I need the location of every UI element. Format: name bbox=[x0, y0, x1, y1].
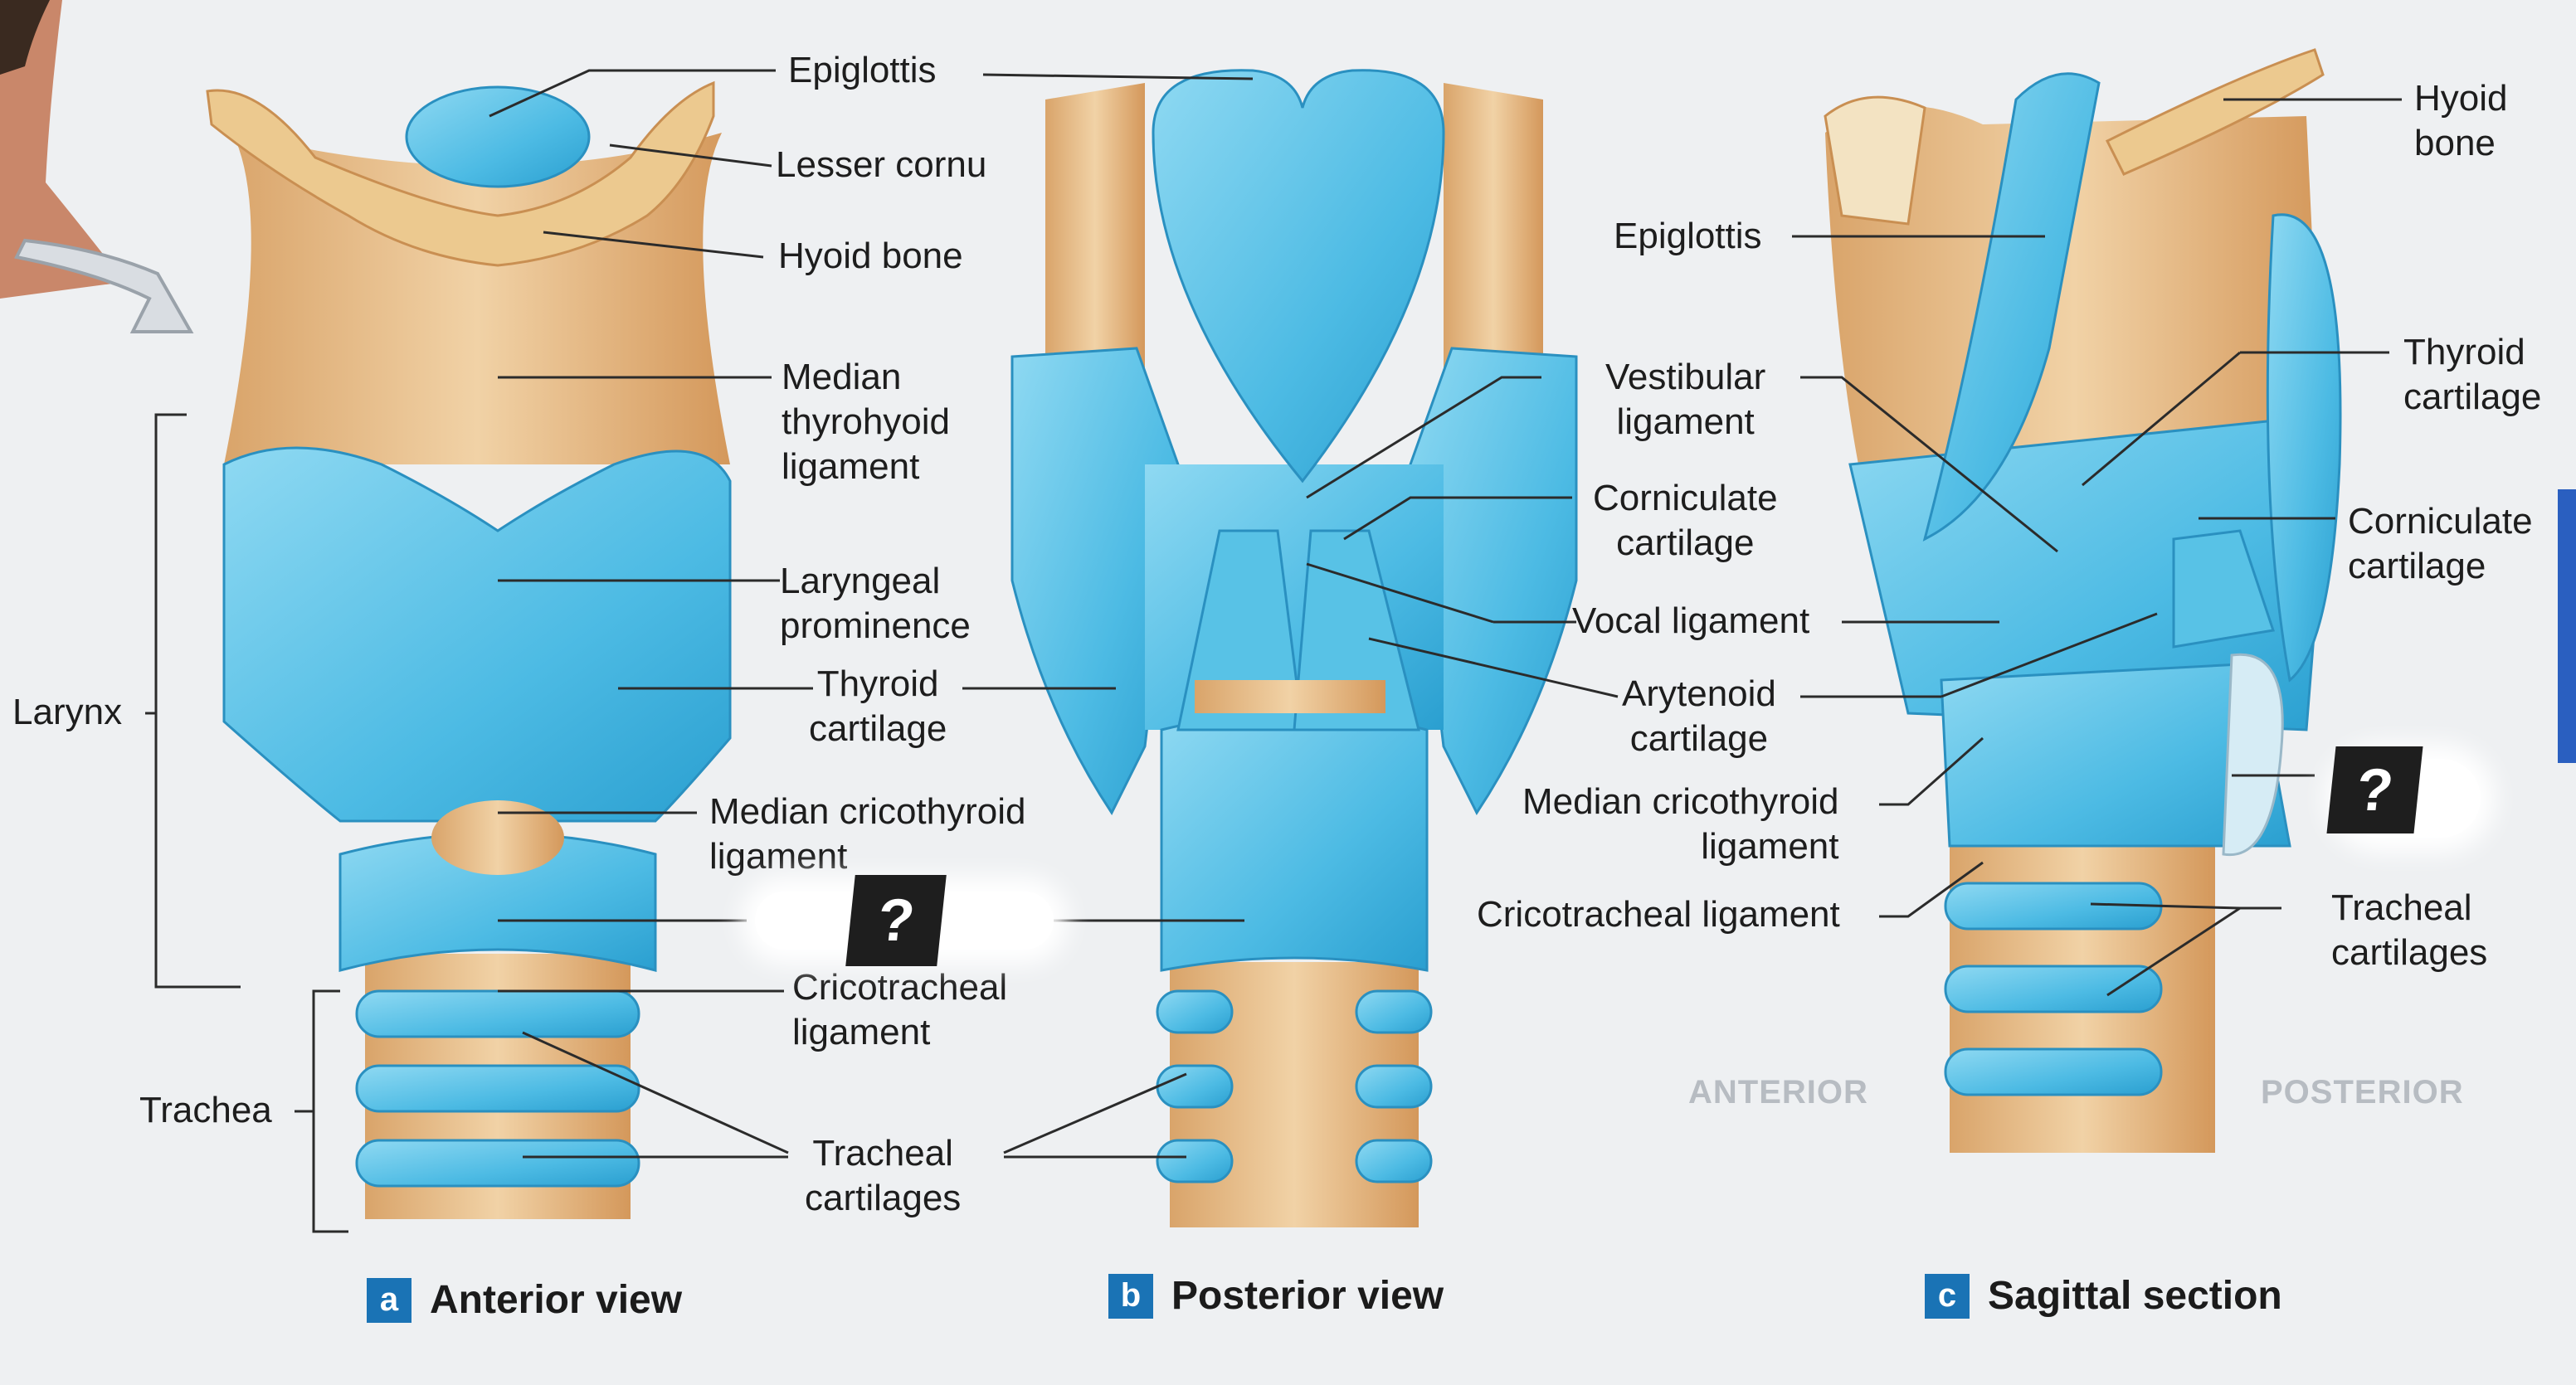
caption-title-sagittal: Sagittal section bbox=[1988, 1273, 2282, 1319]
label-median-cricothyroid-ligament-sagittal: Median cricothyroid ligament bbox=[1522, 780, 1839, 869]
label-thyroid-cartilage-sagittal: Thyroid cartilage bbox=[2403, 330, 2541, 420]
face-thumbnail bbox=[0, 0, 191, 332]
sagittal-larynx-drawing bbox=[1825, 50, 2340, 1153]
edge-blue-strip bbox=[2558, 489, 2576, 763]
caption-sagittal-section: c Sagittal section bbox=[1925, 1273, 2282, 1319]
label-corniculate-cartilage-center: Corniculate cartilage bbox=[1593, 476, 1778, 566]
label-lesser-cornu: Lesser cornu bbox=[776, 143, 986, 187]
label-median-cricothyroid-ligament-anterior: Median cricothyroid ligament bbox=[709, 790, 1026, 879]
label-arytenoid-cartilage: Arytenoid cartilage bbox=[1622, 672, 1776, 761]
caption-title-anterior: Anterior view bbox=[430, 1277, 682, 1323]
caption-posterior-view: b Posterior view bbox=[1108, 1273, 1444, 1319]
label-larynx: Larynx bbox=[12, 690, 122, 735]
label-epiglottis: Epiglottis bbox=[788, 48, 937, 93]
caption-badge-b: b bbox=[1108, 1274, 1153, 1319]
label-trachea: Trachea bbox=[139, 1088, 272, 1133]
label-tracheal-cartilages-anterior: Tracheal cartilages bbox=[805, 1131, 961, 1221]
label-cricotracheal-ligament-anterior: Cricotracheal ligament bbox=[792, 965, 1007, 1055]
label-posterior-direction: POSTERIOR bbox=[2261, 1074, 2464, 1111]
label-epiglottis-sagittal: Epiglottis bbox=[1614, 214, 1762, 259]
label-hyoid-bone-sagittal: Hyoid bone bbox=[2414, 76, 2508, 166]
label-hyoid-bone: Hyoid bone bbox=[778, 234, 963, 279]
label-vestibular-ligament: Vestibular ligament bbox=[1605, 355, 1765, 445]
label-laryngeal-prominence: Laryngeal prominence bbox=[780, 559, 971, 649]
label-anterior-direction: ANTERIOR bbox=[1688, 1074, 1868, 1111]
hidden-label-question-mark: ? bbox=[845, 875, 947, 966]
posterior-larynx-drawing bbox=[1012, 70, 1576, 1227]
anterior-larynx-drawing bbox=[207, 83, 730, 1219]
label-cricotracheal-ligament-sagittal: Cricotracheal ligament bbox=[1477, 892, 1840, 937]
hidden-label-question-mark-sagittal: ? bbox=[2326, 746, 2423, 833]
caption-title-posterior: Posterior view bbox=[1171, 1273, 1444, 1319]
label-tracheal-cartilages-sagittal: Tracheal cartilages bbox=[2331, 886, 2487, 975]
caption-badge-c: c bbox=[1925, 1274, 1970, 1319]
label-corniculate-cartilage-right: Corniculate cartilage bbox=[2348, 499, 2533, 589]
label-vocal-ligament: Vocal ligament bbox=[1572, 599, 1809, 644]
label-median-thyrohyoid-ligament: Median thyrohyoid ligament bbox=[782, 355, 950, 489]
label-thyroid-cartilage-anterior: Thyroid cartilage bbox=[809, 662, 947, 751]
caption-badge-a: a bbox=[367, 1278, 411, 1323]
caption-anterior-view: a Anterior view bbox=[367, 1277, 682, 1323]
